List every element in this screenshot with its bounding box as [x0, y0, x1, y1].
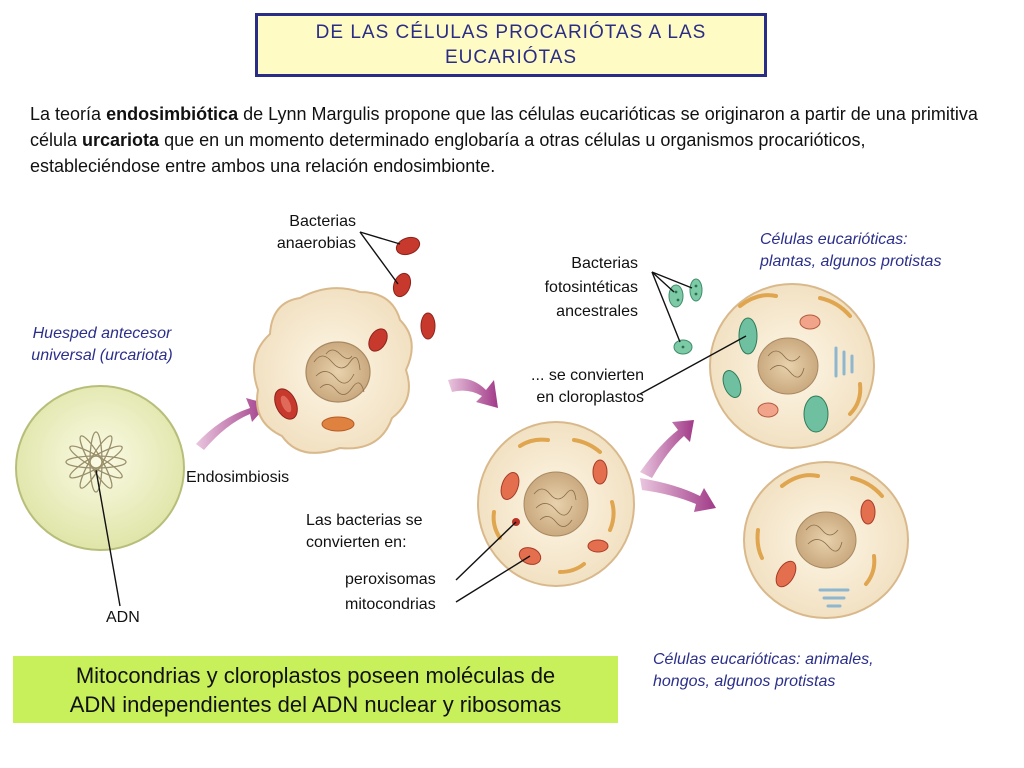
title-box: DE LAS CÉLULAS PROCARIÓTAS A LAS EUCARIÓ… — [255, 13, 767, 77]
become-label-line-1: Las bacterias se — [306, 512, 423, 529]
page-title-line-1: DE LAS CÉLULAS PROCARIÓTAS A LAS — [315, 22, 707, 43]
plant-cells-label: Células eucarióticas: plantas, algunos p… — [760, 229, 941, 273]
engulfing-cell-nucleus — [305, 341, 371, 403]
arrow-to-plant-cell — [640, 420, 694, 478]
engulfing-cell — [253, 287, 413, 454]
animal-nucleus — [795, 511, 857, 569]
chloroplast — [722, 317, 829, 433]
intro-paragraph: La teoría endosimbiótica de Lynn Marguli… — [30, 101, 998, 179]
photosynthetic-bacteria — [668, 278, 703, 355]
become-label-line-2: convierten en: — [306, 534, 407, 551]
animals-label-line-1: Células eucarióticas: animales, — [653, 651, 874, 668]
anaerobic-bacteria-label: Bacterias anaerobias — [240, 211, 356, 255]
host-dna-icon — [65, 431, 127, 493]
intro-bold-urcariota: urcariota — [82, 130, 160, 150]
chloro-label-line-1: ... se convierten — [531, 367, 644, 384]
anaerobic-bacteria — [392, 236, 436, 340]
arrow-to-animal-cell — [640, 478, 716, 512]
plants-label-line-2: plantas, algunos protistas — [760, 253, 942, 270]
photosynthetic-bacteria-label: Bacterias fotosintéticas ancestrales — [500, 252, 638, 324]
anaerobic-label-line-1: Bacterias — [289, 213, 356, 230]
chloroplasts-label: ... se convierten en cloroplastos — [490, 365, 644, 409]
animal-cell — [743, 461, 909, 619]
plant-cell — [709, 283, 875, 449]
photo-label-line-1: Bacterias — [571, 255, 638, 272]
arrow-to-engulfing-cell — [196, 398, 268, 450]
mitochondria-label: mitocondrias — [345, 596, 436, 613]
intro-text-2: de Lynn Margulis propone que las células… — [30, 104, 978, 150]
photo-label-line-2: fotosintéticas — [544, 279, 638, 296]
arrow-to-eukaryote — [448, 378, 498, 408]
endosymbiosis-label: Endosimbiosis — [186, 469, 290, 486]
intro-text-3: que en un momento determinado englobaría… — [30, 130, 866, 176]
bacteria-become-label: Las bacterias se convierten en: — [306, 510, 423, 554]
host-label-line-2: universal (urcariota) — [31, 347, 173, 364]
page-title: DE LAS CÉLULAS PROCARIÓTAS A LAS EUCARIÓ… — [316, 20, 707, 70]
host-label-line-1: Huesped antecesor — [32, 325, 172, 342]
conclusion-line-2: ADN independientes del ADN nuclear y rib… — [69, 692, 562, 717]
dna-label: ADN — [106, 609, 140, 626]
page-title-line-2: EUCARIÓTAS — [444, 47, 578, 68]
intermediate-eukaryote — [477, 421, 635, 587]
plants-label-line-1: Células eucarióticas: — [760, 231, 908, 248]
engulfed-bacterium — [321, 416, 355, 432]
intro-bold-endosymbiotic: endosimbiótica — [106, 104, 239, 124]
intro-text-1: La teoría — [30, 104, 107, 124]
mitochondrion — [775, 499, 876, 588]
intermediate-nucleus — [523, 471, 589, 537]
host-label: Huesped antecesor universal (urcariota) — [4, 323, 200, 367]
plant-nucleus — [757, 337, 819, 395]
host-cell — [15, 385, 185, 551]
engulfed-bacterium — [368, 328, 388, 352]
leader-lines — [95, 231, 747, 607]
chloro-label-line-2: en cloroplastos — [536, 389, 644, 406]
conclusion-box: Mitocondrias y cloroplastos poseen moléc… — [13, 656, 618, 723]
animal-cells-label: Células eucarióticas: animales, hongos, … — [653, 649, 874, 693]
animals-label-line-2: hongos, algunos protistas — [653, 673, 836, 690]
conclusion-line-1: Mitocondrias y cloroplastos poseen moléc… — [75, 663, 556, 688]
peroxisomes-label: peroxisomas — [345, 571, 436, 588]
photo-label-line-3: ancestrales — [556, 303, 638, 320]
anaerobic-label-line-2: anaerobias — [276, 235, 356, 252]
